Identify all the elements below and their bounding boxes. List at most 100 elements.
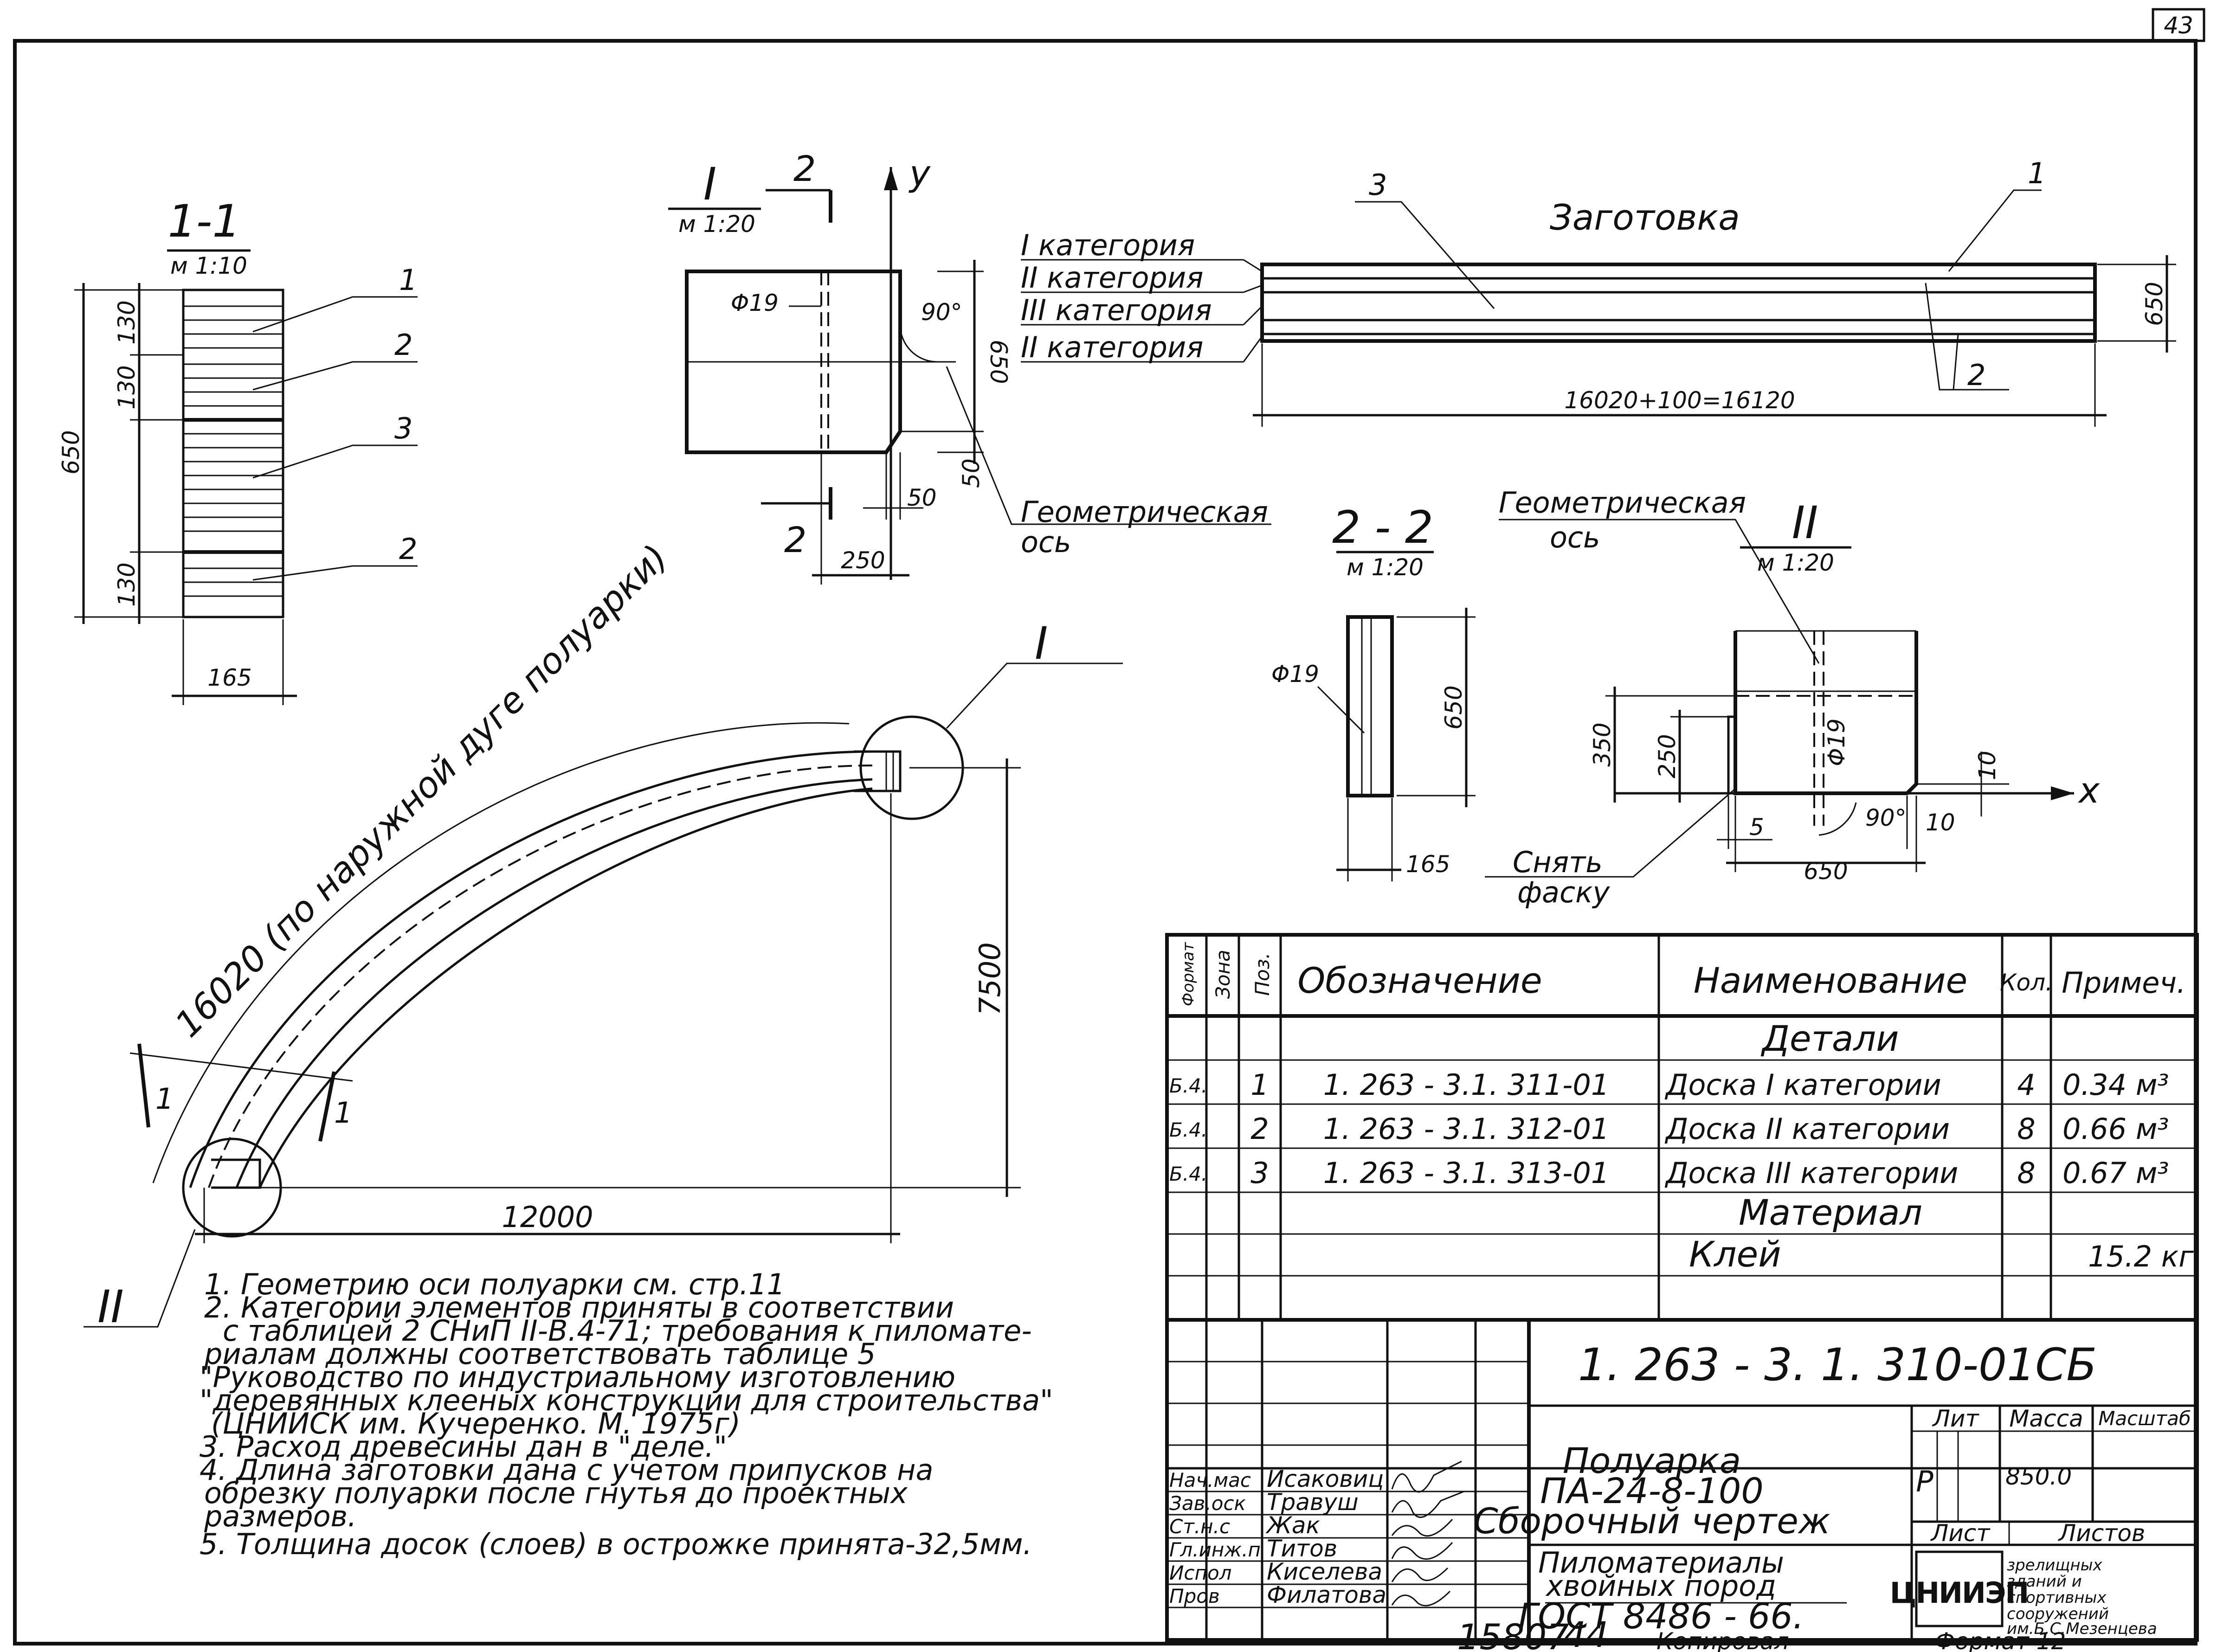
staff-role-6: Пров [1169, 1585, 1220, 1607]
staff-role-3: Ст.н.с [1169, 1515, 1230, 1538]
row3-name: Доска III категории [1664, 1156, 1958, 1190]
detail-II-angle: 90° [1865, 804, 1907, 831]
hdr-name: Наименование [1694, 960, 1968, 1001]
note-line-7: (ЦНИИСК им. Кучеренко. М. 1975г) [211, 1407, 741, 1440]
material-name: Клей [1689, 1234, 1781, 1275]
row3-pos: 3 [1250, 1156, 1269, 1190]
dim-250-II: 250 [1654, 734, 1681, 778]
row1-note: 0.34 м³ [2062, 1068, 2169, 1102]
org-line-4: сооружений [2007, 1605, 2109, 1623]
section-2-2-w: 165 [1406, 851, 1450, 878]
blank-pos-3: 3 [1369, 168, 1387, 202]
pos-1: 1 [399, 263, 417, 297]
geo-axis-I-2: ось [1021, 525, 1071, 559]
sheet-number: 43 [2164, 12, 2193, 39]
note-line-5: "Руководство по индустриальному изготовл… [200, 1360, 955, 1394]
axis-x: x [2078, 770, 2100, 811]
detail-I-title: I [703, 158, 716, 210]
dim-130-b: 130 [113, 365, 140, 409]
mass-value: 850.0 [2005, 1463, 2072, 1490]
note-line-6: "деревянных клееных конструкции для стро… [200, 1383, 1053, 1417]
hdr-qty: Кол. [2000, 969, 2053, 996]
material-note: 15.2 кг [2088, 1240, 2194, 1273]
product-3: Сборочный чертеж [1474, 1500, 1830, 1542]
cat-4: II категория [1021, 330, 1203, 364]
spec-section-details: Детали [1761, 1018, 1899, 1059]
title-block: 1. 263 - 3. 1. 310-01СБ Полуарка ПА-24-8… [1165, 1318, 2199, 1642]
cut-2-bottom: 2 [784, 519, 806, 560]
blank-pos-2: 2 [1967, 358, 1985, 392]
note-line-3: с таблицей 2 СНиП II-В.4-71; требования … [223, 1314, 1032, 1348]
chamfer-1: Снять [1513, 845, 1603, 879]
sheet-number-box [2152, 8, 2205, 42]
dim-130-a: 130 [113, 300, 140, 344]
row3-qty: 8 [2017, 1156, 2035, 1190]
row1-format: Б.4. [1169, 1074, 1207, 1097]
section-1-1-body [182, 289, 284, 618]
staff-role-1: Нач.мас [1169, 1469, 1251, 1491]
product-2: ПА-24-8-100 [1540, 1470, 1764, 1511]
scale-label: Масштаб [2098, 1407, 2191, 1430]
detail-I-scale: м 1:20 [678, 211, 755, 238]
row3-format: Б.4. [1169, 1163, 1207, 1185]
arch: I II 16020 (по наружной дуге полуарки) 7… [84, 536, 1123, 1333]
dim-130-c: 130 [113, 562, 140, 606]
staff-name-3: Жак [1265, 1512, 1320, 1539]
row3-note: 0.67 м³ [2062, 1156, 2169, 1190]
arch-height: 7500 [973, 942, 1007, 1016]
lit-label: Лит [1932, 1405, 1979, 1432]
row1-name: Доска I категории [1664, 1068, 1941, 1102]
spec-section-material: Материал [1739, 1192, 1922, 1233]
detail-I-outline [685, 270, 902, 454]
cat-1: I категория [1021, 228, 1195, 262]
row1-qty: 4 [2017, 1068, 2035, 1102]
lit-value: Р [1916, 1465, 1933, 1498]
row2-format: Б.4. [1169, 1118, 1207, 1141]
section-2-2-title: 2 - 2 [1332, 501, 1433, 553]
mass-label: Масса [2009, 1405, 2083, 1432]
geo-axis-II-2: ось [1550, 521, 1600, 554]
detail-II-outline [1734, 631, 1918, 795]
spec-table: Формат Зона Поз. Обозначение Наименовани… [1165, 933, 2199, 1322]
dim-350: 350 [1589, 722, 1616, 766]
geo-axis-II-1: Геометрическая [1499, 486, 1746, 520]
note-line-9: 4. Длина заготовки дана с учетом припуск… [200, 1453, 934, 1487]
arch-span: 12000 [502, 1200, 593, 1234]
sheet-label: Лист [1930, 1520, 1991, 1547]
arch-mark-II: II [97, 1281, 124, 1333]
section-2-2-hole: Φ19 [1271, 661, 1319, 688]
blank-length: 16020+100=16120 [1564, 387, 1795, 414]
section-1-1-title: 1-1 [168, 195, 241, 247]
dim-650: 650 [58, 430, 84, 474]
footer-copied: Копировал [1656, 1628, 1789, 1652]
detail-I-hole: Φ19 [731, 289, 779, 316]
dim-650-II: 650 [1804, 858, 1848, 885]
hdr-pos: Поз. [1251, 953, 1274, 996]
dim-50-h: 50 [907, 484, 937, 511]
org-line-3: спортивных [2007, 1588, 2107, 1607]
note-line-1: 1. Геометрию оси полуарки см. стр.11 [204, 1267, 785, 1301]
staff-name-4: Титов [1267, 1535, 1337, 1562]
org-logo-box [1915, 1550, 2004, 1627]
dim-10-v: 10 [1974, 751, 2001, 780]
cat-2: II категория [1021, 261, 1203, 295]
section-1-1: 1-1 м 1:10 130 130 130 650 [58, 195, 418, 705]
detail-II-title: II [1792, 497, 1818, 549]
hdr-designation: Обозначение [1297, 960, 1542, 1001]
staff-role-5: Испол [1169, 1562, 1232, 1584]
blank: Заготовка I категория II категория III к… [1021, 156, 2176, 427]
section-1-1-scale: м 1:10 [170, 252, 247, 279]
section-2-2-scale: м 1:20 [1347, 554, 1424, 581]
note-line-2: 2. Категории элементов приняты в соответ… [204, 1291, 954, 1324]
staff-role-4: Гл.инж.п [1169, 1538, 1261, 1561]
org-logo: ЦНИИЭП [1890, 1576, 2029, 1610]
cat-3: III категория [1021, 293, 1212, 327]
detail-II-scale: м 1:20 [1757, 549, 1834, 576]
blank-pos-1: 1 [2028, 156, 2046, 190]
cut-2-top: 2 [793, 148, 816, 189]
chamfer-2: фаску [1517, 875, 1611, 909]
axis-y: y [909, 153, 931, 194]
hdr-zone: Зона [1212, 950, 1234, 999]
geo-axis-I-1: Геометрическая [1021, 495, 1268, 529]
row3-designation: 1. 263 - 3.1. 313-01 [1323, 1156, 1610, 1190]
